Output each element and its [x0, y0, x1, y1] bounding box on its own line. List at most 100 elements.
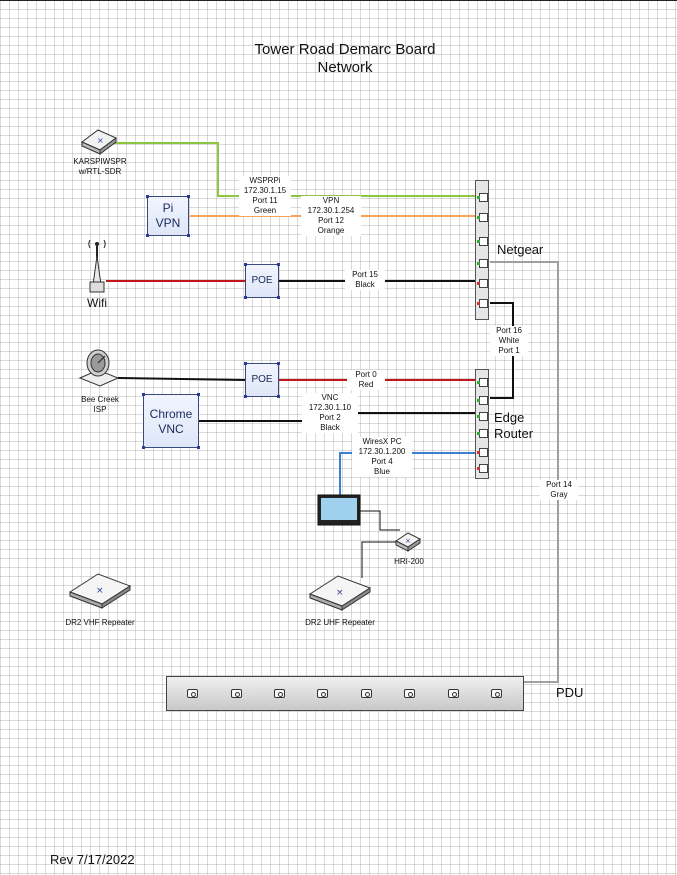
label-line: 172.30.1.200: [358, 447, 406, 456]
pdu-outlet[interactable]: [448, 689, 459, 698]
selection-handle[interactable]: [146, 195, 149, 198]
pdu-outlet[interactable]: [317, 689, 328, 698]
label-port15: Port 15 Black: [345, 270, 385, 290]
selection-handle[interactable]: [197, 446, 200, 449]
wire-blue-wiresx[interactable]: [339, 452, 478, 497]
selection-handle[interactable]: [244, 362, 247, 365]
selection-handle[interactable]: [244, 263, 247, 266]
svg-text:×: ×: [96, 586, 104, 596]
led: [477, 432, 480, 435]
pdu-outlet[interactable]: [404, 689, 415, 698]
edge-router-label: Edge Router: [494, 410, 533, 442]
wifi-antenna-icon[interactable]: [84, 238, 110, 294]
router-port[interactable]: [477, 396, 488, 405]
karspiwspr-device-icon[interactable]: ×: [78, 126, 120, 156]
wire-black-hri[interactable]: [360, 510, 400, 531]
label-line: 172.30.1.15: [243, 186, 287, 195]
title-line-2: Network: [317, 59, 373, 76]
wire-gray-port14[interactable]: [490, 261, 559, 683]
netgear-port[interactable]: [477, 237, 488, 246]
bee-creek-label: Bee Creek ISP: [70, 395, 130, 415]
box-line: Chrome: [149, 407, 193, 421]
netgear-port[interactable]: [477, 213, 488, 222]
uhf-repeater-icon[interactable]: ×: [308, 572, 372, 612]
uhf-repeater-label: DR2 UHF Repeater: [305, 618, 375, 627]
box-line: POE: [251, 374, 273, 385]
label-line: WSPRPi: [249, 176, 281, 185]
label-line: Red: [358, 380, 374, 389]
netgear-port[interactable]: [477, 299, 488, 308]
label-line: Green: [253, 206, 277, 215]
poe-bottom-box[interactable]: POE: [245, 363, 279, 397]
selection-handle[interactable]: [187, 195, 190, 198]
title-line-1: Tower Road Demarc Board: [254, 41, 436, 58]
selection-handle[interactable]: [142, 446, 145, 449]
wifi-label: Wifi: [87, 296, 107, 310]
box-line: VPN: [155, 216, 181, 230]
revision-label: Rev 7/17/2022: [50, 852, 135, 867]
router-port[interactable]: [477, 412, 488, 421]
wire-green-wsprpi[interactable]: [110, 142, 478, 197]
netgear-label: Netgear: [497, 242, 544, 257]
selection-handle[interactable]: [277, 395, 280, 398]
monitor-icon[interactable]: [317, 494, 363, 528]
netgear-port[interactable]: [477, 193, 488, 202]
wire-black-uhf[interactable]: [361, 541, 400, 578]
label-line: Port 16: [496, 326, 522, 335]
vhf-repeater-icon[interactable]: ×: [68, 570, 132, 610]
pdu-outlet[interactable]: [274, 689, 285, 698]
selection-handle[interactable]: [244, 395, 247, 398]
pdu-outlet[interactable]: [491, 689, 502, 698]
wire-black-isp[interactable]: [117, 377, 246, 381]
label-vpn: VPN 172.30.1.254 Port 12 Orange: [301, 196, 361, 236]
box-line: POE: [251, 275, 273, 286]
selection-handle[interactable]: [146, 234, 149, 237]
selection-handle[interactable]: [142, 393, 145, 396]
label-line: Port 4: [371, 457, 393, 466]
hri200-device-icon[interactable]: ×: [394, 531, 422, 553]
poe-top-box[interactable]: POE: [245, 264, 279, 298]
box-line: VNC: [158, 422, 184, 436]
label-port0: Port 0 Red: [347, 370, 385, 390]
netgear-port[interactable]: [477, 259, 488, 268]
label-line: WiresX PC: [362, 437, 402, 446]
pdu-strip[interactable]: [166, 676, 524, 711]
pdu-outlet[interactable]: [231, 689, 242, 698]
selection-handle[interactable]: [187, 234, 190, 237]
label-line: 172.30.1.254: [307, 206, 355, 215]
diagram-title: Tower Road Demarc Board Network: [200, 41, 490, 77]
label-line: VNC: [321, 393, 339, 402]
label-port14: Port 14 Gray: [540, 480, 578, 500]
label-line: VPN: [322, 196, 340, 205]
pdu-outlet[interactable]: [187, 689, 198, 698]
router-port[interactable]: [477, 464, 488, 473]
label-line: 172.30.1.10: [308, 403, 352, 412]
netgear-switch[interactable]: [475, 180, 489, 320]
label-line: Port 12: [318, 216, 344, 225]
label-line: Port 1: [498, 346, 520, 355]
svg-text:×: ×: [336, 588, 344, 598]
chrome-vnc-box[interactable]: Chrome VNC: [143, 394, 199, 448]
pi-vpn-box[interactable]: Pi VPN: [147, 196, 189, 236]
svg-text:×: ×: [405, 537, 411, 545]
netgear-port[interactable]: [477, 279, 488, 288]
selection-handle[interactable]: [244, 296, 247, 299]
vhf-repeater-label: DR2 VHF Repeater: [65, 618, 135, 627]
label-line: Port 2: [319, 413, 341, 422]
selection-handle[interactable]: [277, 263, 280, 266]
pdu-label: PDU: [556, 685, 584, 700]
satellite-dish-icon[interactable]: [78, 348, 120, 388]
selection-handle[interactable]: [277, 296, 280, 299]
router-port[interactable]: [477, 429, 488, 438]
label-line: Black: [355, 280, 375, 289]
selection-handle[interactable]: [197, 393, 200, 396]
label-line: KARSPIWSPR: [73, 157, 127, 166]
router-port[interactable]: [477, 378, 488, 387]
led: [477, 240, 480, 243]
label-line: Port 15: [352, 270, 378, 279]
led: [477, 196, 480, 199]
pdu-outlet[interactable]: [361, 689, 372, 698]
selection-handle[interactable]: [277, 362, 280, 365]
router-port[interactable]: [477, 448, 488, 457]
edge-router[interactable]: [475, 369, 489, 479]
